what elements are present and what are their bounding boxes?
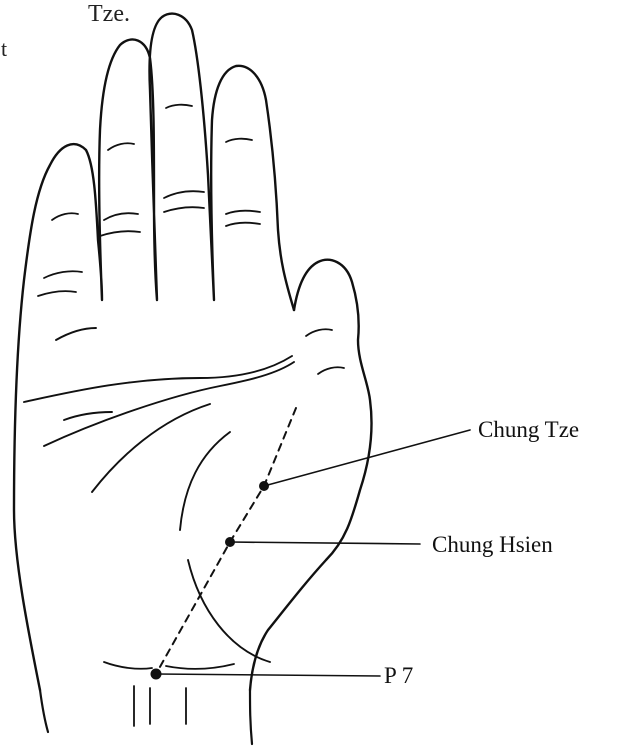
- label-chung-hsien: Chung Hsien: [432, 533, 553, 556]
- pointer-line-chung-tze: [264, 430, 470, 486]
- wrist-creases: [104, 662, 234, 726]
- label-chung-tze: Chung Tze: [478, 418, 579, 441]
- point-marker-chung-tze: [259, 481, 269, 491]
- label-p7: P 7: [384, 664, 413, 687]
- wrist-line-left: [40, 690, 48, 732]
- finger-creases: [38, 105, 344, 374]
- point-marker-chung-hsien: [225, 537, 235, 547]
- pointer-line-p7: [156, 674, 380, 676]
- pointer-line-chung-hsien: [230, 542, 420, 544]
- point-marker-p7: [151, 669, 162, 680]
- text-fragment-left: t: [1, 38, 7, 60]
- hand-outline: [14, 14, 294, 690]
- palm-lines: [24, 328, 294, 662]
- wrist-line-right: [250, 690, 252, 744]
- text-fragment-top: Tze.: [88, 2, 130, 26]
